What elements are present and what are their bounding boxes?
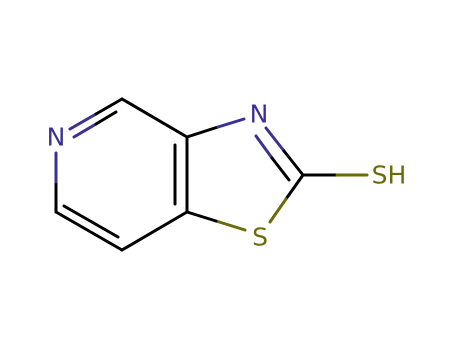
bond-n-c1-a <box>68 112 98 131</box>
bond-c2-nthz-b <box>216 117 246 129</box>
bond-n-c1-double <box>72 122 98 139</box>
bond-s-c3-a <box>214 219 247 232</box>
bond-n-c1-double-b <box>94 110 118 126</box>
bond-c3-c4 <box>120 210 189 252</box>
bond-c4-c5 <box>54 210 124 252</box>
atom-label-s-ring: S <box>252 223 268 252</box>
bond-nthz-c2thz-double-b <box>270 156 291 182</box>
bond-c1-c2 <box>120 97 189 139</box>
bond-c2thz-s-b <box>268 197 288 224</box>
bond-n-c1-b <box>94 97 124 116</box>
atom-label-sh-group: SH <box>372 161 407 190</box>
bond-nthz-c2thz-a <box>264 126 286 153</box>
bond-s-c3-b <box>185 210 218 223</box>
bond-c2-nthz-a <box>185 125 220 139</box>
atom-label-n-thiazole: N <box>250 100 269 129</box>
bond-nthz-c2thz-double-a <box>254 134 274 160</box>
bond-nthz-c2thz-b <box>282 149 305 177</box>
bond-c4-c5-double <box>62 204 120 239</box>
atom-label-n-pyridine: N <box>47 123 66 152</box>
bond-c2thz-s-a <box>284 173 305 201</box>
